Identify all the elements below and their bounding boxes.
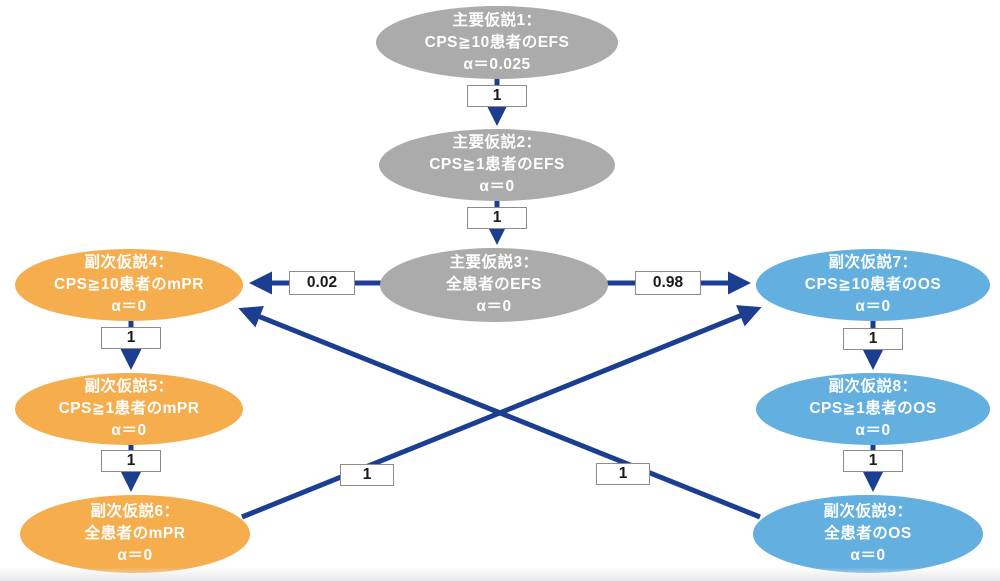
node-title: 副次仮説5： (84, 378, 174, 395)
node-measure: CPS≧10患者のOS (804, 276, 942, 293)
edge-weight-label: 1 (467, 85, 527, 107)
node-title: 副次仮説9： (823, 503, 913, 520)
edge-weight-label: 1 (101, 450, 161, 472)
node-measure: CPS≧1患者のOS (809, 400, 937, 417)
node-measure: CPS≧10患者のEFS (424, 33, 570, 51)
node-title: 副次仮説6： (90, 503, 180, 520)
node-title: 副次仮説8： (828, 378, 918, 395)
node-alpha: α＝0 (855, 298, 891, 315)
node-alpha: α＝0 (476, 298, 512, 315)
node-secondary-hypothesis-4: 副次仮説4： CPS≧10患者のmPR α＝0 (15, 249, 243, 321)
node-secondary-hypothesis-5: 副次仮説5： CPS≧1患者のmPR α＝0 (15, 373, 243, 445)
edge-weight-label: 0.98 (635, 271, 701, 295)
node-title: 主要仮説3： (449, 254, 539, 271)
edge-weight-label: 1 (843, 328, 903, 350)
node-alpha: α＝0 (111, 298, 147, 315)
node-title: 主要仮説2： (452, 134, 542, 151)
node-measure: CPS≧1患者のmPR (58, 400, 200, 417)
edge-weight-label: 1 (101, 327, 161, 349)
edge-weight-label: 1 (843, 450, 903, 472)
node-title: 副次仮説7： (828, 254, 918, 271)
node-secondary-hypothesis-9: 副次仮説9： 全患者のOS α＝0 (753, 495, 983, 573)
node-alpha: α＝0 (117, 547, 153, 564)
edge-h9-h4 (238, 306, 761, 520)
node-secondary-hypothesis-8: 副次仮説8： CPS≧1患者のOS α＝0 (756, 373, 990, 445)
node-measure: 全患者のEFS (446, 276, 542, 293)
node-measure: CPS≧10患者のmPR (54, 276, 204, 293)
edge-weight-label: 1 (467, 207, 527, 229)
node-title: 主要仮説1： (452, 11, 542, 29)
node-measure: 全患者のOS (824, 525, 912, 542)
node-alpha: α＝0 (855, 422, 891, 439)
node-alpha: α＝0 (850, 547, 886, 564)
node-primary-hypothesis-3: 主要仮説3： 全患者のEFS α＝0 (380, 248, 608, 322)
edge-weight-label: 0.02 (289, 271, 355, 295)
node-primary-hypothesis-2: 主要仮説2： CPS≧1患者のEFS α＝0 (379, 129, 615, 201)
node-measure: 全患者のmPR (84, 525, 186, 542)
node-primary-hypothesis-1: 主要仮説1： CPS≧10患者のEFS α＝0.025 (376, 6, 618, 79)
edge-weight-label: 1 (596, 463, 650, 485)
node-alpha: α＝0 (111, 422, 147, 439)
node-alpha: α＝0 (479, 178, 515, 195)
node-secondary-hypothesis-7: 副次仮説7： CPS≧10患者のOS α＝0 (756, 249, 990, 321)
node-alpha: α＝0.025 (463, 55, 531, 73)
node-title: 副次仮説4： (84, 254, 174, 271)
node-measure: CPS≧1患者のEFS (429, 156, 565, 173)
node-secondary-hypothesis-6: 副次仮説6： 全患者のmPR α＝0 (20, 495, 250, 573)
edge-weight-label: 1 (340, 464, 394, 486)
